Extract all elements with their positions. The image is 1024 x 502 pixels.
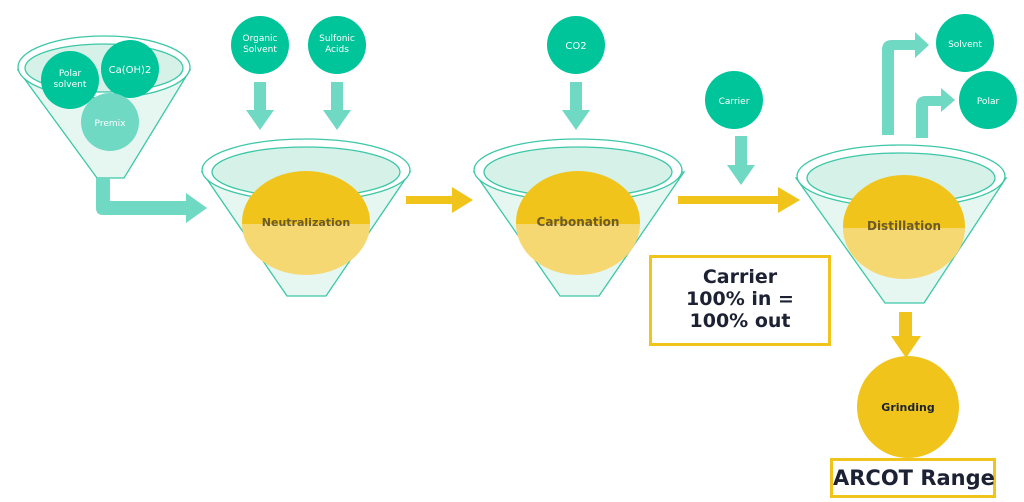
- co2-arrow: [562, 82, 590, 130]
- teal-arrows: [96, 32, 955, 223]
- premix-label: Premix: [95, 119, 127, 129]
- carrier-note-box: Carrier 100% in = 100% out: [649, 255, 831, 346]
- caoh2-node: [101, 40, 159, 98]
- carrier-label: Carrier: [719, 97, 750, 107]
- sulfonic-acids-arrow: [323, 82, 351, 130]
- caoh2-label: Ca(OH)2: [109, 65, 152, 76]
- co2-label: CO2: [565, 41, 586, 52]
- solvent-node: [936, 14, 994, 72]
- gold-arrows: [406, 187, 921, 358]
- premix-to-neutralization-arrow: [96, 178, 207, 223]
- neutralization-to-carbonation-arrow: [406, 187, 473, 213]
- grinding-node: [857, 356, 959, 458]
- carbonation-to-distillation-arrow: [678, 187, 800, 213]
- polar-solvent-node: [41, 51, 99, 109]
- carbonation-funnel: [472, 138, 686, 297]
- neutralization-label: Neutralization: [262, 216, 350, 229]
- sulfonic-acids-node: [308, 16, 366, 74]
- polar-out-arrow: [916, 88, 955, 138]
- polar-node: [959, 71, 1017, 129]
- solvent-label: Solvent: [948, 40, 982, 50]
- carrier-note-line-2: 100% in =: [686, 288, 794, 310]
- grinding-label: Grinding: [881, 401, 934, 414]
- distillation-to-grinding-arrow: [891, 312, 921, 358]
- premix-funnel: [16, 35, 192, 179]
- arcot-range-label: ARCOT Range: [833, 466, 995, 490]
- distillation-funnel: [794, 144, 1008, 304]
- distillation-label: Distillation: [867, 219, 941, 233]
- organic-solvent-node: [231, 16, 289, 74]
- premix-node: [81, 93, 139, 151]
- carbonation-label: Carbonation: [537, 215, 620, 229]
- arcot-range-box: ARCOT Range: [830, 458, 996, 498]
- carrier-note-line-1: Carrier: [702, 266, 778, 288]
- solvent-out-arrow: [882, 32, 929, 135]
- co2-node: [547, 16, 605, 74]
- neutralization-funnel: [200, 138, 412, 297]
- carrier-note-line-3: 100% out: [689, 310, 791, 332]
- carrier-node: [705, 71, 763, 129]
- organic-solvent-arrow: [246, 82, 274, 130]
- carrier-arrow: [727, 136, 755, 185]
- polar-label: Polar: [977, 97, 1000, 107]
